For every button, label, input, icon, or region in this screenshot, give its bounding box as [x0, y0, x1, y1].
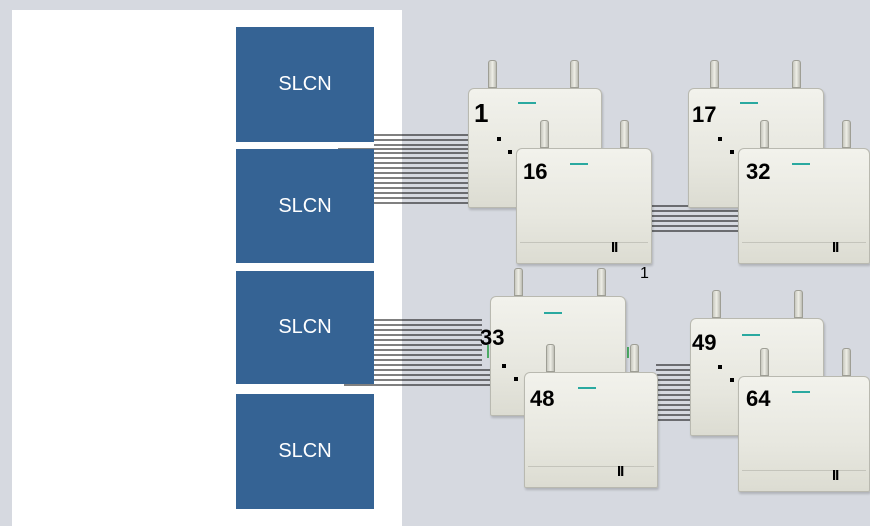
slcn-unit-1: SLCN	[236, 27, 374, 142]
station-number-end: 48	[530, 386, 555, 411]
station-number-end: 32	[746, 159, 771, 184]
device-mark: II	[611, 239, 618, 256]
slcn-label: SLCN	[278, 440, 332, 462]
ellipsis-dot	[718, 365, 722, 369]
station-number-start: 33	[480, 325, 505, 350]
ellipsis-dot	[718, 137, 722, 141]
slcn-label: SLCN	[278, 73, 332, 95]
ellipsis-dot	[514, 377, 518, 381]
slcn-unit-2: SLCN	[236, 149, 374, 263]
ellipsis-dot	[502, 364, 506, 368]
device-mark: II	[832, 467, 839, 484]
station-number-start: 17	[692, 102, 717, 127]
station-number-end: 16	[523, 159, 548, 184]
device-mark: II	[617, 463, 624, 480]
device-mark: II	[832, 239, 839, 256]
ellipsis-dot	[730, 150, 734, 154]
slcn-unit-4: SLCN	[236, 394, 374, 509]
ellipsis-dot	[508, 150, 512, 154]
slcn-unit-3: SLCN	[236, 271, 374, 384]
ellipsis-dot	[497, 137, 501, 141]
slcn-label: SLCN	[278, 194, 332, 217]
station-number-start: 1	[474, 98, 489, 128]
stray-label: 1	[640, 265, 649, 282]
station-number-end: 64	[746, 386, 771, 411]
slcn-label: SLCN	[278, 316, 332, 338]
ellipsis-dot	[730, 378, 734, 382]
station-number-start: 49	[692, 330, 717, 355]
